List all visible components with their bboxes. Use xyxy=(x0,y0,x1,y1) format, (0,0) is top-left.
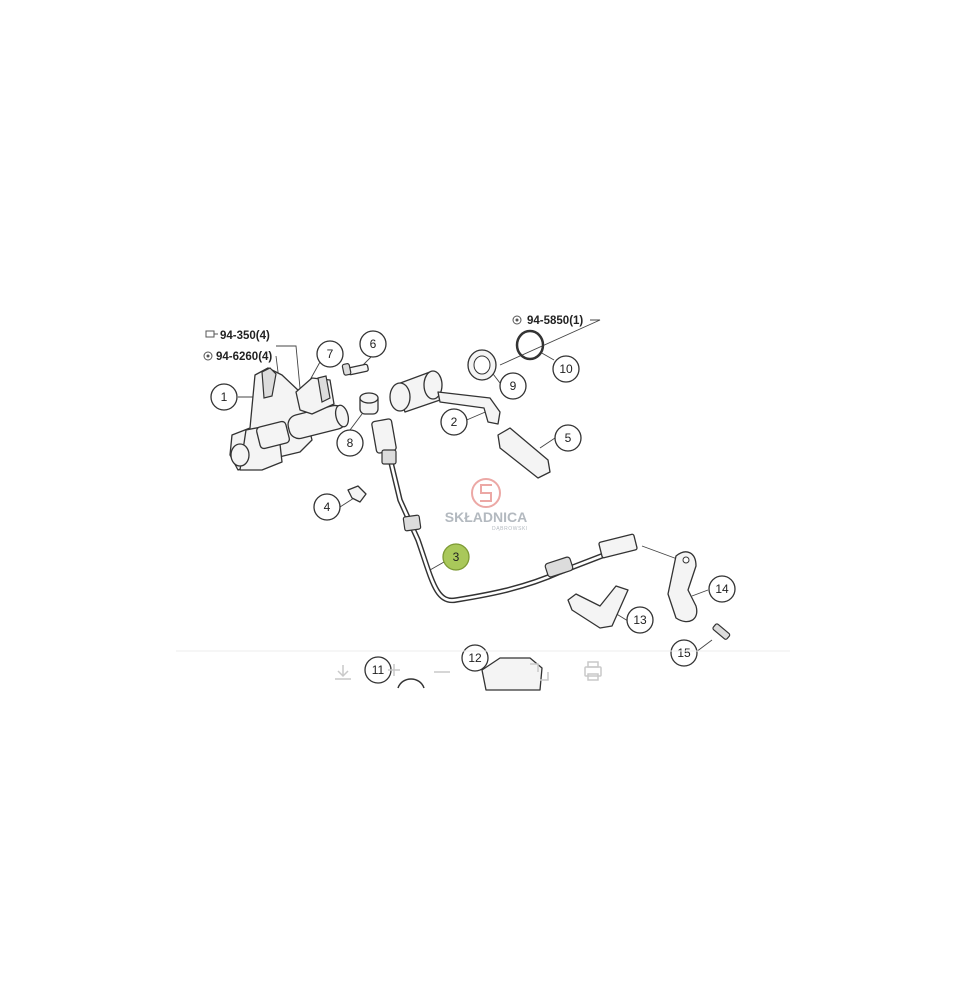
fullscreen-icon[interactable] xyxy=(530,663,549,681)
callout-5: 5 xyxy=(554,424,582,452)
watermark: SKŁADNICA DĄBROWSKI xyxy=(445,478,528,532)
part-1-bracket xyxy=(229,367,350,471)
callout-1: 1 xyxy=(210,383,238,411)
part-ref-washer: 94-6260(4) xyxy=(203,351,272,363)
callout-7-label: 7 xyxy=(327,347,334,361)
part-14-lever xyxy=(667,551,698,623)
callout-2: 2 xyxy=(440,408,468,436)
part-13-bracket xyxy=(567,585,629,629)
callout-11: 11 xyxy=(364,656,392,684)
part-ref-bolt-text: 94-350(4) xyxy=(220,330,270,342)
callout-15: 15 xyxy=(670,639,698,667)
part-8-bushing xyxy=(359,392,379,415)
part-ref-bolt: 94-350(4) xyxy=(205,330,270,342)
callout-14: 14 xyxy=(708,575,736,603)
part-12-cover xyxy=(481,657,543,691)
part-10-ring xyxy=(515,329,545,361)
watermark-sub: DĄBROWSKI xyxy=(492,526,528,532)
callout-4: 4 xyxy=(313,493,341,521)
part-6-bolt xyxy=(341,363,369,376)
callout-8-label: 8 xyxy=(347,436,354,450)
part-4-clip xyxy=(347,485,367,503)
callout-12: 12 xyxy=(461,644,489,672)
callout-9: 9 xyxy=(499,372,527,400)
print-icon[interactable] xyxy=(584,661,602,681)
callout-3-label: 3 xyxy=(453,550,460,564)
part-ref-ring-text: 94-5850(1) xyxy=(527,315,583,327)
callout-4-label: 4 xyxy=(324,500,331,514)
callout-5-label: 5 xyxy=(565,431,572,445)
callout-15-label: 15 xyxy=(677,646,691,660)
callout-6-label: 6 xyxy=(370,337,377,351)
callout-6: 6 xyxy=(359,330,387,358)
viewer-toolbar xyxy=(176,650,790,681)
callout-10-label: 10 xyxy=(559,362,573,376)
part-ref-ring: 94-5850(1) xyxy=(512,315,583,327)
part-ref-washer-text: 94-6260(4) xyxy=(216,351,272,363)
watermark-brand: SKŁADNICA xyxy=(445,509,527,525)
callout-2-label: 2 xyxy=(451,415,458,429)
callout-13-label: 13 xyxy=(633,613,647,627)
part-5-sleeve xyxy=(497,427,551,479)
zoom-in-icon[interactable] xyxy=(388,664,400,676)
download-icon[interactable] xyxy=(335,665,351,680)
callout-14-label: 14 xyxy=(715,582,729,596)
callout-13: 13 xyxy=(626,606,654,634)
part-2-arm xyxy=(389,370,501,425)
callout-8: 8 xyxy=(336,429,364,457)
part-9-ring xyxy=(467,349,497,381)
part-3-cable xyxy=(371,418,638,604)
callout-12-label: 12 xyxy=(468,651,482,665)
part-11-ring xyxy=(397,678,425,689)
callout-3: 3 xyxy=(442,543,470,571)
part-7-clip xyxy=(295,375,335,415)
callout-9-label: 9 xyxy=(510,379,517,393)
callout-7: 7 xyxy=(316,340,344,368)
callout-1-label: 1 xyxy=(221,390,228,404)
callout-10: 10 xyxy=(552,355,580,383)
part-15-screw xyxy=(712,623,731,640)
callout-11-label: 11 xyxy=(372,663,385,677)
watermark-logo-icon xyxy=(471,478,501,508)
